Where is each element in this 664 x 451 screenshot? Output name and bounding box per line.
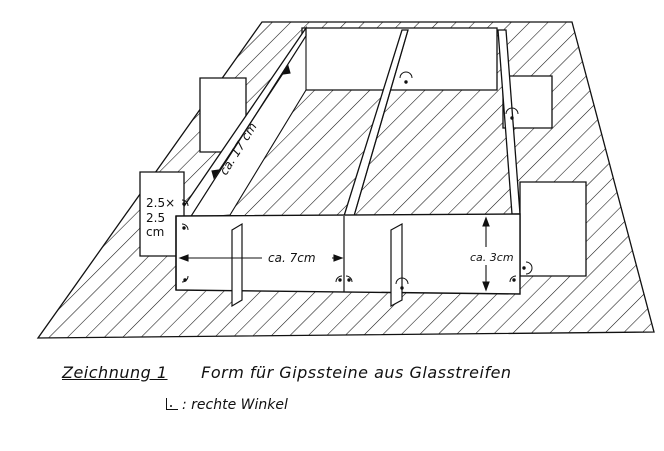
- caption-legend: : rechte Winkel: [166, 397, 288, 413]
- caption-title: Zeichnung 1: [62, 363, 168, 382]
- right-angle-markers: [181, 71, 533, 290]
- glass-tab-center: [390, 222, 403, 308]
- legend-text: : rechte Winkel: [182, 397, 288, 413]
- figure-caption: Zeichnung 1 Form für Gipssteine aus Glas…: [62, 363, 512, 382]
- block-size-line1: 2.5×: [146, 196, 175, 210]
- support-block-right-back: [502, 75, 553, 129]
- width-label: ca. 7cm: [268, 251, 316, 265]
- block-size-line3: cm: [146, 225, 164, 239]
- glass-tab-left: [231, 222, 243, 308]
- support-block-right-front: [519, 181, 587, 277]
- right-angle-icon: [166, 398, 178, 410]
- height-label: ca. 3cm: [470, 251, 514, 264]
- block-size-line2: 2.5: [146, 211, 165, 225]
- caption-description: Form für Gipssteine aus Glasstreifen: [201, 363, 512, 382]
